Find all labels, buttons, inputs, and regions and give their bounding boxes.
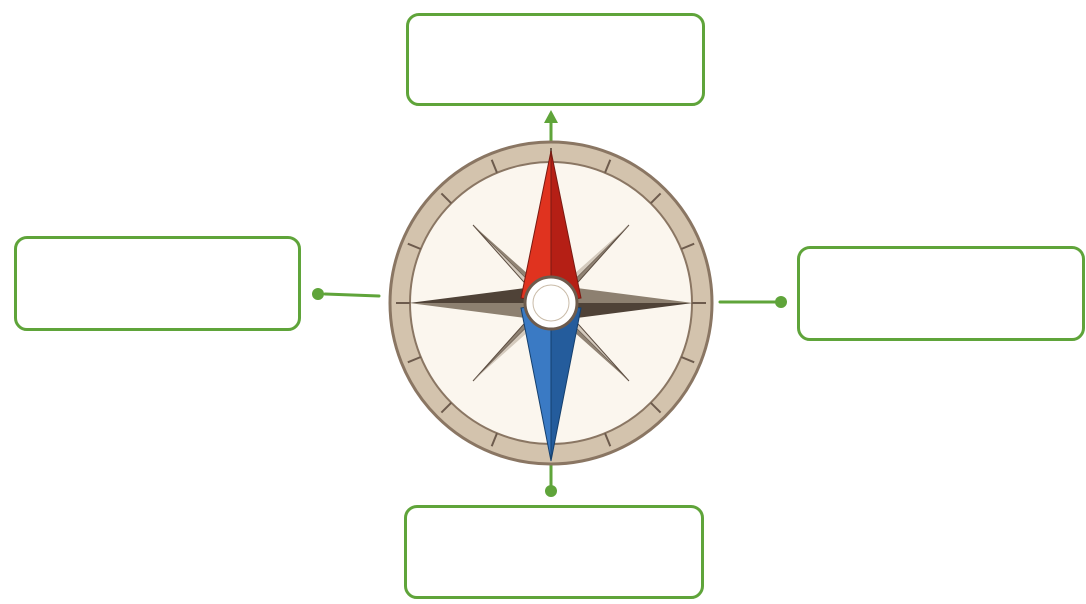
- answer-box-right[interactable]: [797, 246, 1085, 341]
- answer-box-left[interactable]: [14, 236, 301, 331]
- arrow-left-icon: [312, 288, 379, 300]
- arrow-down-icon: [545, 460, 557, 497]
- compass-rose-icon: [390, 142, 712, 464]
- answer-box-bottom[interactable]: [404, 505, 704, 599]
- arrow-right-icon: [720, 296, 787, 308]
- answer-box-top[interactable]: [406, 13, 705, 106]
